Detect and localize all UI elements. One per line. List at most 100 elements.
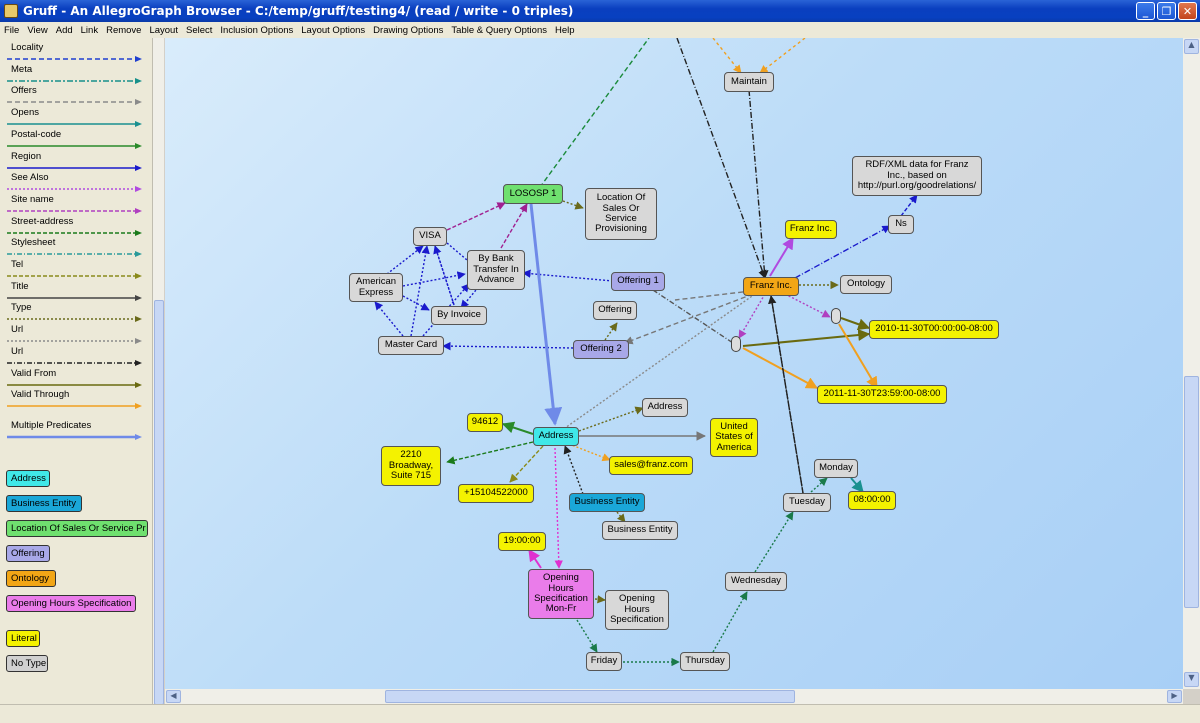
canvas-vertical-scrollbar[interactable]: ▲ ▼ (1183, 38, 1200, 689)
node-address-lit[interactable]: Address (642, 398, 688, 417)
node-by-invoice[interactable]: By Invoice (431, 306, 487, 325)
legend-predicate[interactable]: Multiple Predicates (0, 420, 148, 442)
canvas-vscroll-thumb[interactable] (1184, 376, 1199, 608)
scroll-left-arrow[interactable]: ◀ (166, 690, 181, 703)
scroll-down-arrow[interactable]: ▼ (1184, 672, 1199, 687)
legend-type-chip[interactable]: Address (6, 470, 50, 487)
canvas-horizontal-scrollbar[interactable]: ◀ ▶ (165, 689, 1183, 704)
menu-view[interactable]: View (27, 24, 48, 36)
legend-type-chip[interactable]: Business Entity (6, 495, 82, 512)
node-offering1[interactable]: Offering 1 (611, 272, 665, 291)
scroll-up-arrow[interactable]: ▲ (1184, 39, 1199, 54)
legend-predicate[interactable]: Title (0, 281, 148, 303)
edge-amex-bybank (402, 271, 466, 287)
legend-predicate[interactable]: Offers (0, 85, 148, 107)
legend-predicate[interactable]: Region (0, 151, 148, 173)
valid-period-node-2[interactable] (731, 336, 741, 352)
maximize-button[interactable]: ❐ (1157, 2, 1176, 20)
edge-address-street (446, 441, 534, 465)
edge-address-address-lit (578, 406, 644, 432)
node-visa[interactable]: VISA (413, 227, 447, 246)
menu-inclusion-options[interactable]: Inclusion Options (220, 24, 294, 36)
node-master-card[interactable]: Master Card (378, 336, 444, 355)
node-maintain[interactable]: Maintain (724, 72, 774, 92)
node-time8[interactable]: 08:00:00 (848, 491, 896, 510)
canvas-hscroll-thumb[interactable] (385, 690, 795, 703)
node-ns[interactable]: Ns (888, 215, 914, 234)
menu-link[interactable]: Link (80, 24, 99, 36)
legend-type-chip[interactable]: No Type (6, 655, 48, 672)
legend-predicate[interactable]: Url (0, 324, 148, 346)
edge-opening-19 (528, 549, 542, 569)
status-bar (0, 704, 1200, 723)
node-email[interactable]: sales@franz.com (609, 456, 693, 475)
node-friday[interactable]: Friday (586, 652, 622, 671)
legend-type-chip[interactable]: Literal (6, 630, 40, 647)
edge-franz-ns (794, 225, 891, 279)
menu-layout[interactable]: Layout (149, 24, 178, 36)
node-wednesday[interactable]: Wednesday (725, 572, 787, 591)
valid-period-node-1[interactable] (831, 308, 841, 324)
node-phone[interactable]: +15104522000 (458, 484, 534, 503)
node-franz[interactable]: Franz Inc. (743, 277, 799, 296)
legend-type-chip[interactable]: Offering (6, 545, 50, 562)
menu-add[interactable]: Add (55, 24, 73, 36)
node-opening-hours-lit[interactable]: Opening Hours Specification (605, 590, 669, 630)
node-address[interactable]: Address (533, 427, 579, 446)
node-location-of-sales[interactable]: Location Of Sales Or Service Provisionin… (585, 188, 657, 240)
node-offering[interactable]: Offering (593, 301, 637, 320)
legend-type-chip[interactable]: Location Of Sales Or Service Pr (6, 520, 148, 537)
legend-scrollbar[interactable] (152, 38, 164, 708)
legend-predicate[interactable]: Tel (0, 259, 148, 281)
legend-predicate[interactable]: Valid From (0, 368, 148, 390)
close-button[interactable]: ✕ (1178, 2, 1197, 20)
legend-predicate[interactable]: Meta (0, 64, 148, 86)
legend-predicate[interactable]: Stylesheet (0, 237, 148, 259)
legend-predicate[interactable]: Opens (0, 107, 148, 129)
node-business-entity-lit[interactable]: Business Entity (602, 521, 678, 540)
menu-file[interactable]: File (4, 24, 20, 36)
legend-predicate[interactable]: Postal-code (0, 129, 148, 151)
legend-predicate[interactable]: See Also (0, 172, 148, 194)
node-offering2[interactable]: Offering 2 (573, 340, 629, 359)
minimize-button[interactable]: _ (1136, 2, 1155, 20)
menu-help[interactable]: Help (554, 24, 575, 36)
graph-canvas[interactable]: Maintain RDF/XML data for Franz Inc., ba… (165, 38, 1183, 689)
menu-remove[interactable]: Remove (106, 24, 142, 36)
node-ontology[interactable]: Ontology (840, 275, 892, 294)
legend-predicate[interactable]: Site name (0, 194, 148, 216)
node-rdfxml[interactable]: RDF/XML data for Franz Inc., based on ht… (852, 156, 982, 196)
node-business-entity[interactable]: Business Entity (569, 493, 645, 512)
legend-predicate[interactable]: Street-address (0, 216, 148, 238)
legend-scroll-thumb[interactable] (154, 300, 164, 705)
node-time19[interactable]: 19:00:00 (498, 532, 546, 551)
node-franz-literal[interactable]: Franz Inc. (785, 220, 837, 239)
menu-select[interactable]: Select (185, 24, 213, 36)
edge-address-opening (554, 447, 563, 569)
menu-drawing-options[interactable]: Drawing Options (373, 24, 444, 36)
edge-address-email (568, 443, 611, 462)
node-country[interactable]: United States of America (710, 418, 758, 457)
legend-type-chip[interactable]: Ontology (6, 570, 56, 587)
menu-table-query-options[interactable]: Table & Query Options (451, 24, 547, 36)
node-monday[interactable]: Monday (814, 459, 858, 478)
node-thursday[interactable]: Thursday (680, 652, 730, 671)
node-lososp[interactable]: LOSOSP 1 (503, 184, 563, 204)
node-by-bank[interactable]: By Bank Transfer In Advance (467, 250, 525, 290)
legend-predicate[interactable]: Url (0, 346, 148, 368)
node-tuesday[interactable]: Tuesday (783, 493, 831, 512)
legend-type-chip[interactable]: Opening Hours Specification (6, 595, 136, 612)
menu-layout-options[interactable]: Layout Options (301, 24, 366, 36)
scroll-right-arrow[interactable]: ▶ (1167, 690, 1182, 703)
legend-predicate-label: See Also (11, 172, 49, 184)
legend-predicate[interactable]: Valid Through (0, 389, 148, 411)
legend-predicate[interactable]: Locality (0, 42, 148, 64)
node-zip[interactable]: 94612 (467, 413, 503, 432)
node-american-express[interactable]: American Express (349, 273, 403, 302)
node-date-from[interactable]: 2010-11-30T00:00:00-08:00 (869, 320, 999, 339)
node-opening-hours[interactable]: Opening Hours Specification Mon-Fr (528, 569, 594, 619)
node-date-through[interactable]: 2011-11-30T23:59:00-08:00 (817, 385, 947, 404)
legend-predicate[interactable]: Type (0, 302, 148, 324)
node-street[interactable]: 2210 Broadway, Suite 715 (381, 446, 441, 486)
